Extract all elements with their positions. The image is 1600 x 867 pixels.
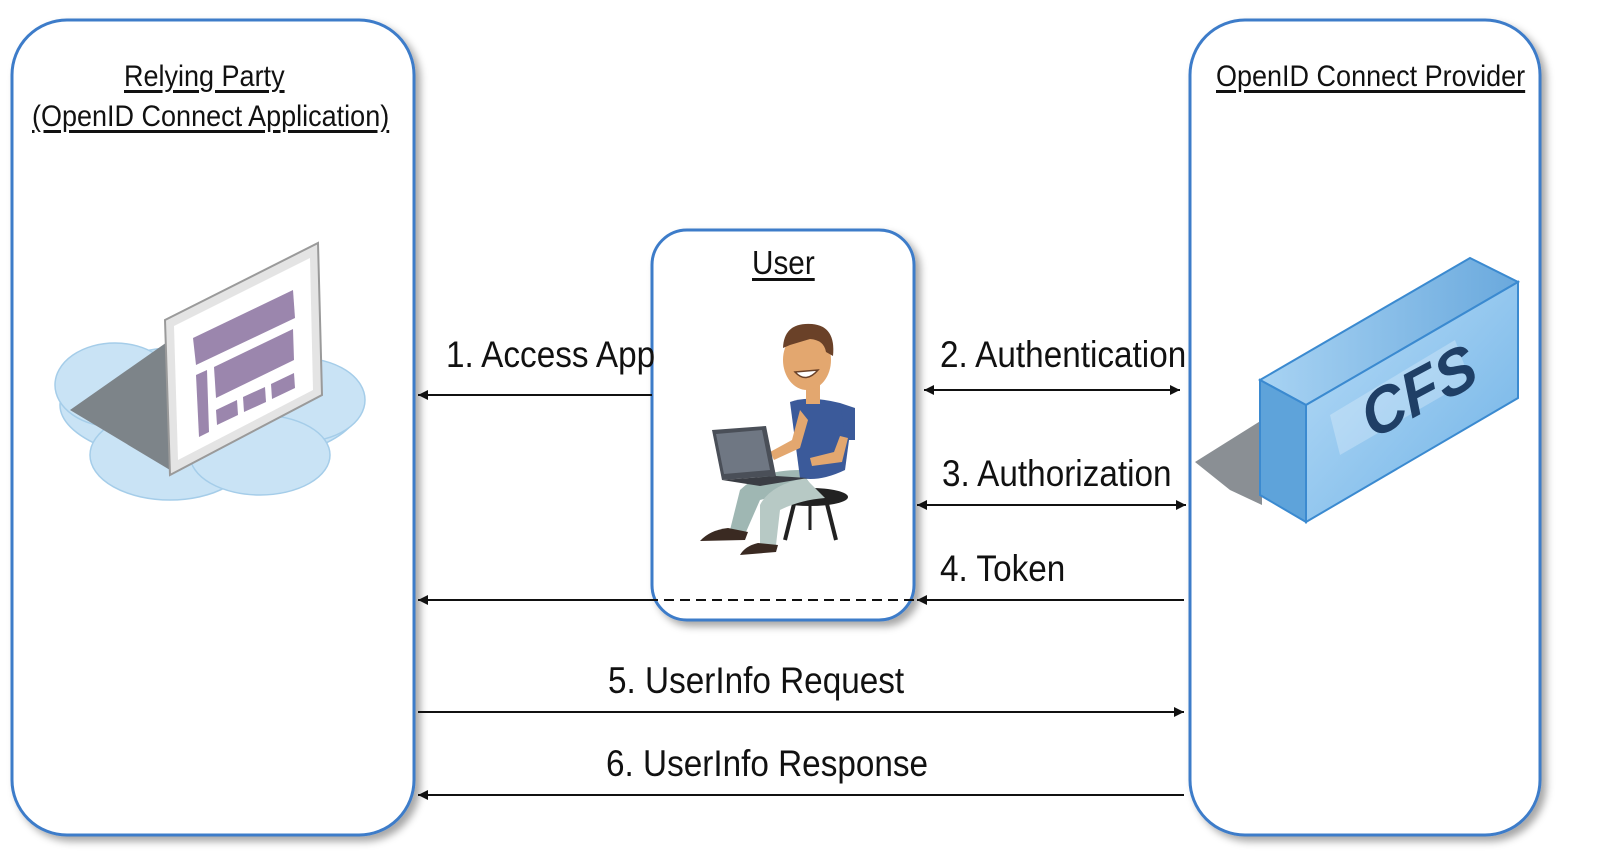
step-access-app-label: 1. Access App xyxy=(446,334,656,375)
user-person-icon xyxy=(700,323,855,555)
user-title: User xyxy=(752,244,815,281)
provider-title: OpenID Connect Provider xyxy=(1216,60,1526,93)
relying-party-subtitle: (OpenID Connect Application) xyxy=(32,100,390,133)
cfs-server-icon: CFS xyxy=(1195,256,1521,524)
step-authentication-label: 2. Authentication xyxy=(940,334,1187,375)
step-userinfo-response-label: 6. UserInfo Response xyxy=(606,743,929,784)
user-box xyxy=(650,228,916,622)
step-authorization-label: 3. Authorization xyxy=(942,453,1172,494)
step-userinfo-request-label: 5. UserInfo Request xyxy=(608,660,905,701)
relying-party-title: Relying Party xyxy=(124,60,285,93)
step-token-label: 4. Token xyxy=(940,548,1066,589)
application-screen-icon xyxy=(54,241,366,501)
